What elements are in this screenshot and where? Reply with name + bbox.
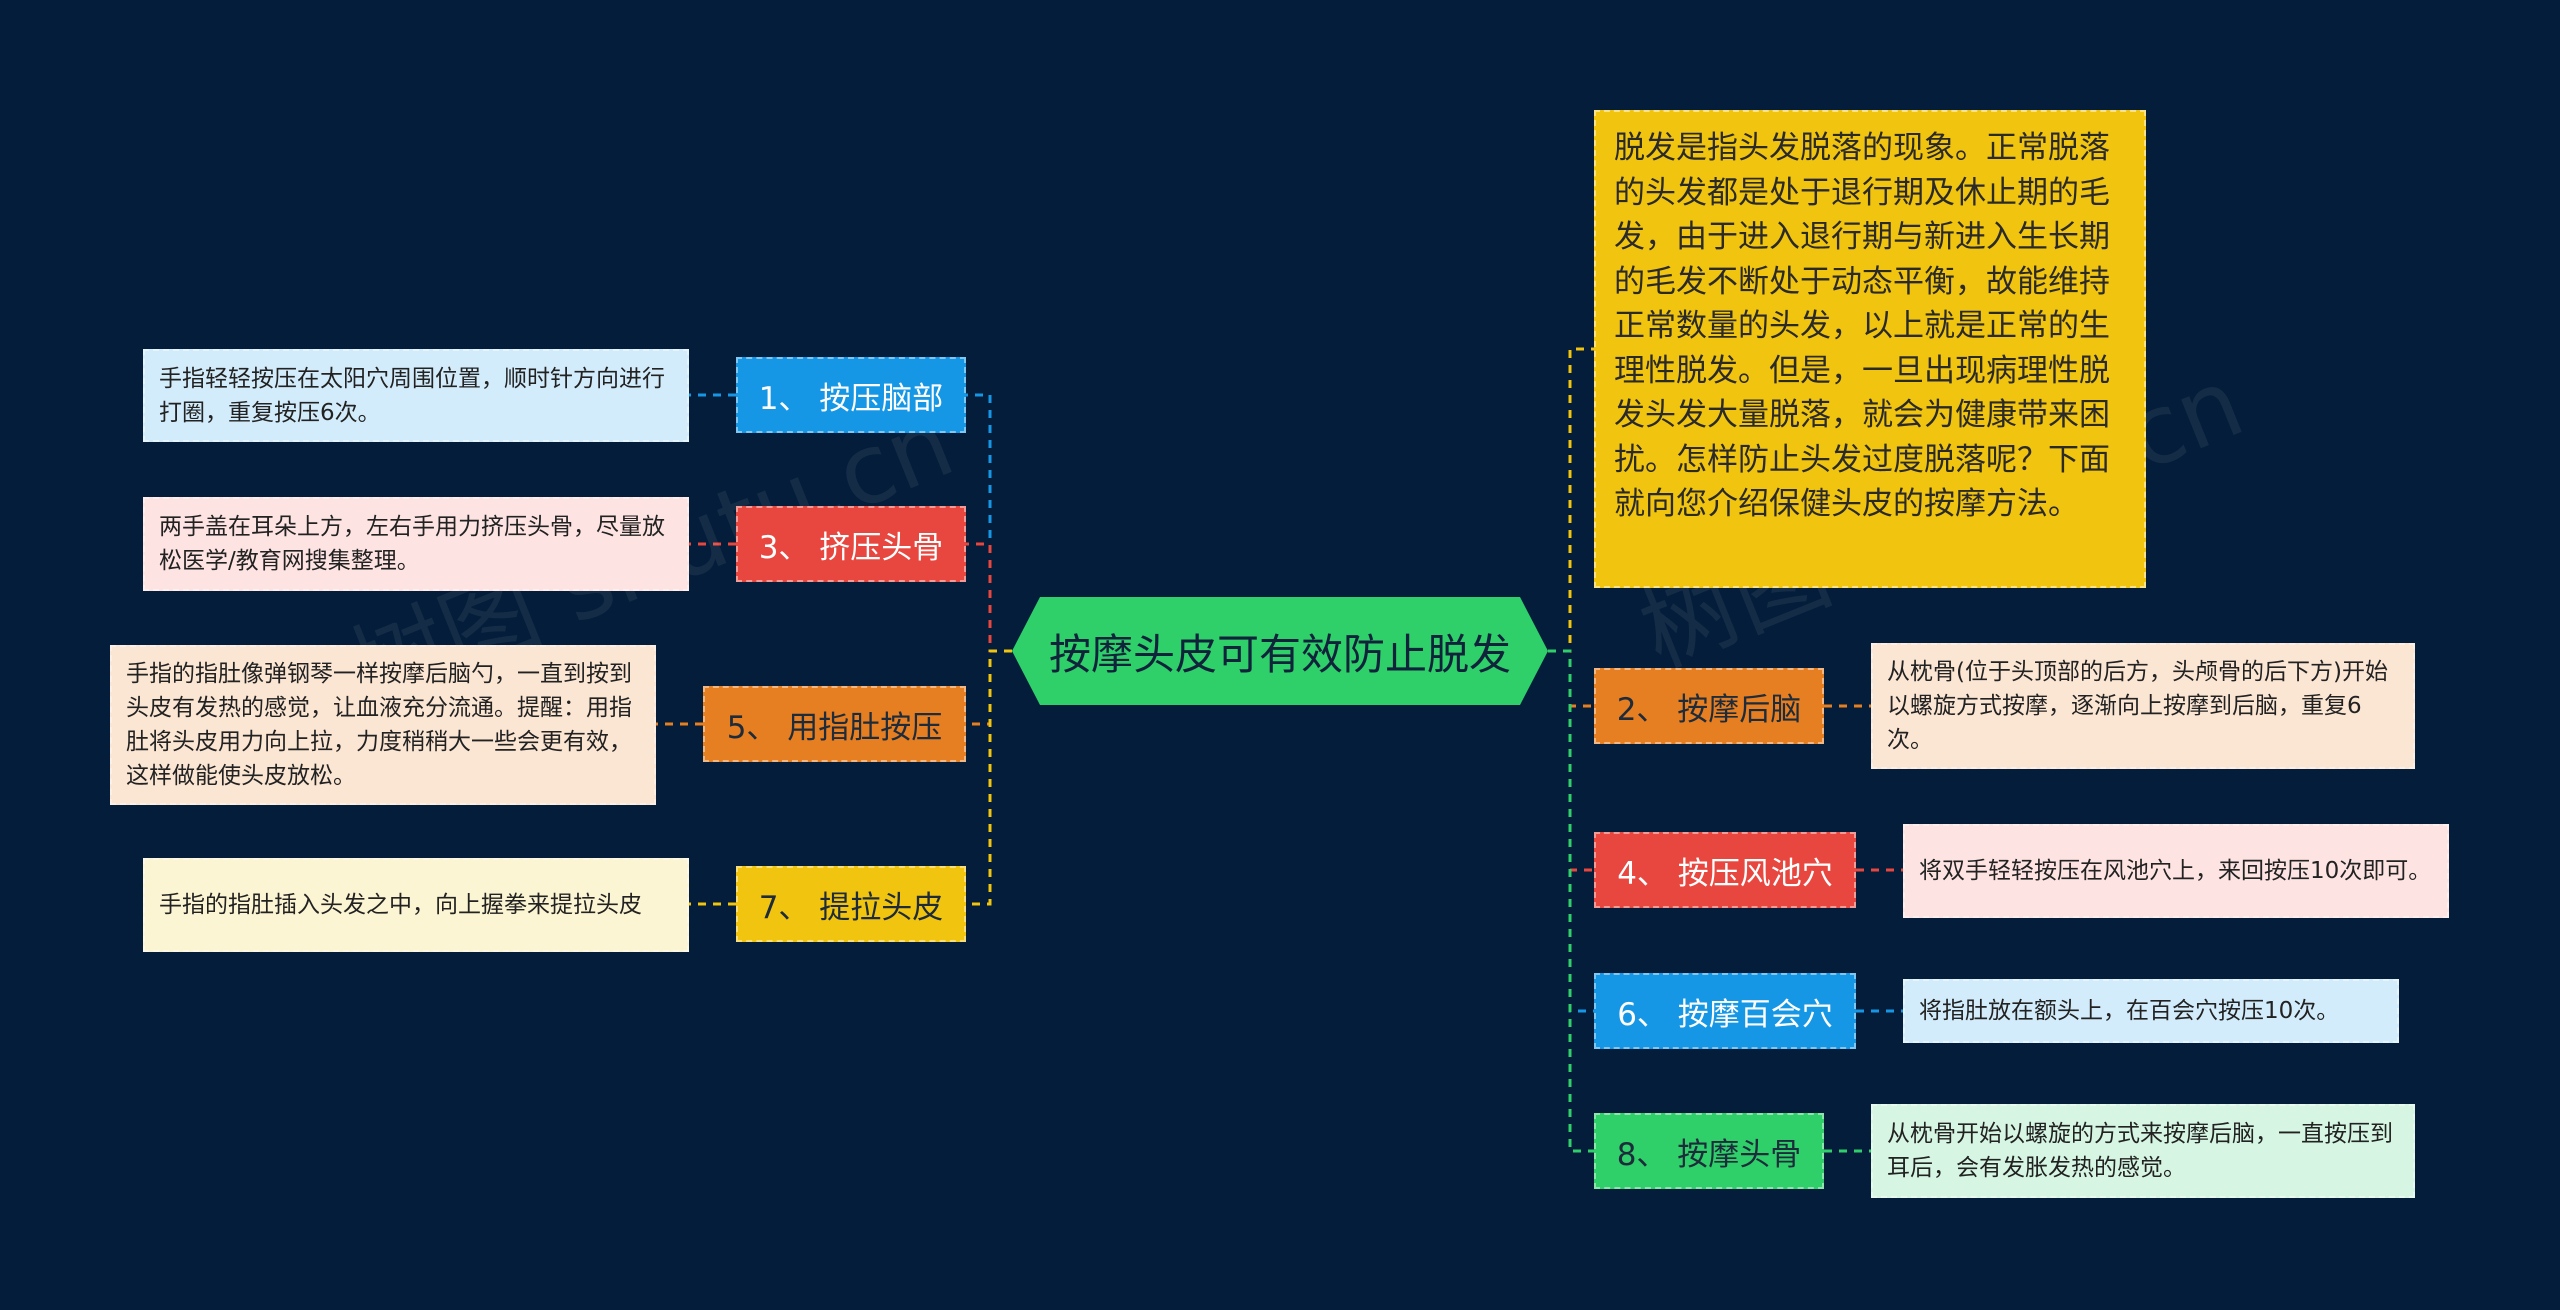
- leaf-1-text: 手指轻轻按压在太阳穴周围位置，顺时针方向进行打圈，重复按压6次。: [159, 365, 665, 426]
- central-topic[interactable]: 按摩头皮可有效防止脱发: [1012, 597, 1548, 705]
- leaf-4-text: 将双手轻轻按压在风池穴上，来回按压10次即可。: [1919, 858, 2432, 884]
- connector-center-right-4: [1548, 649, 1594, 1153]
- branch-5[interactable]: 5、 用指肚按压: [703, 686, 966, 762]
- branch-4-label: 4、 按压风池穴: [1617, 855, 1833, 892]
- branch-8[interactable]: 8、 按摩头骨: [1594, 1113, 1824, 1189]
- leaf-5-text: 手指的指肚像弹钢琴一样按摩后脑勺，一直到按到头皮有发热的感觉，让血液充分流通。提…: [126, 661, 632, 789]
- leaf-2[interactable]: 从枕骨(位于头顶部的后方，头颅骨的后下方)开始以螺旋方式按摩，逐渐向上按摩到后脑…: [1871, 643, 2415, 769]
- leaf-4[interactable]: 将双手轻轻按压在风池穴上，来回按压10次即可。: [1903, 824, 2449, 918]
- connector-center-left-4: [966, 649, 1012, 906]
- leaf-2-text: 从枕骨(位于头顶部的后方，头颅骨的后下方)开始以螺旋方式按摩，逐渐向上按摩到后脑…: [1887, 659, 2388, 753]
- branch-8-label: 8、 按摩头骨: [1616, 1136, 1802, 1173]
- leaf-7-text: 手指的指肚插入头发之中，向上握拳来提拉头皮: [159, 892, 642, 918]
- branch-6-label: 6、 按摩百会穴: [1617, 996, 1833, 1033]
- branch-7-label: 7、 提拉头皮: [758, 889, 944, 926]
- connector-center-left-3: [966, 649, 1012, 726]
- branch-1-label: 1、 按压脑部: [758, 380, 944, 417]
- branch-6[interactable]: 6、 按摩百会穴: [1594, 973, 1856, 1049]
- connector-center-left-1: [966, 393, 1012, 653]
- branch-2[interactable]: 2、 按摩后脑: [1594, 668, 1824, 744]
- branch-4[interactable]: 4、 按压风池穴: [1594, 832, 1856, 908]
- leaf-7[interactable]: 手指的指肚插入头发之中，向上握拳来提拉头皮: [143, 858, 689, 952]
- leaf-3-text: 两手盖在耳朵上方，左右手用力挤压头骨，尽量放松医学/教育网搜集整理。: [159, 514, 665, 574]
- connector-center-intro: [1548, 347, 1594, 653]
- branch-3[interactable]: 3、 挤压头骨: [736, 506, 966, 582]
- leaf-8-text: 从枕骨开始以螺旋的方式来按摩后脑，一直按压到耳后，会有发胀发热的感觉。: [1887, 1121, 2393, 1181]
- intro-note[interactable]: 脱发是指头发脱落的现象。正常脱落的头发都是处于退行期及休止期的毛发，由于进入退行…: [1594, 110, 2146, 588]
- central-topic-label: 按摩头皮可有效防止脱发: [1048, 629, 1511, 679]
- leaf-8[interactable]: 从枕骨开始以螺旋的方式来按摩后脑，一直按压到耳后，会有发胀发热的感觉。: [1871, 1104, 2415, 1198]
- leaf-1[interactable]: 手指轻轻按压在太阳穴周围位置，顺时针方向进行打圈，重复按压6次。: [143, 349, 689, 442]
- leaf-5[interactable]: 手指的指肚像弹钢琴一样按摩后脑勺，一直到按到头皮有发热的感觉，让血液充分流通。提…: [110, 645, 656, 805]
- branch-1[interactable]: 1、 按压脑部: [736, 357, 966, 433]
- branch-3-label: 3、 挤压头骨: [758, 529, 944, 566]
- leaf-3[interactable]: 两手盖在耳朵上方，左右手用力挤压头骨，尽量放松医学/教育网搜集整理。: [143, 497, 689, 591]
- leaf-6-text: 将指肚放在额头上，在百会穴按压10次。: [1919, 998, 2340, 1024]
- branch-7[interactable]: 7、 提拉头皮: [736, 866, 966, 942]
- branch-2-label: 2、 按摩后脑: [1616, 691, 1802, 728]
- branch-5-label: 5、 用指肚按压: [726, 709, 943, 746]
- connector-center-right-2: [1548, 649, 1594, 872]
- connector-center-left-2: [966, 542, 1012, 653]
- leaf-6[interactable]: 将指肚放在额头上，在百会穴按压10次。: [1903, 979, 2399, 1043]
- intro-note-text: 脱发是指头发脱落的现象。正常脱落的头发都是处于退行期及休止期的毛发，由于进入退行…: [1614, 130, 2110, 522]
